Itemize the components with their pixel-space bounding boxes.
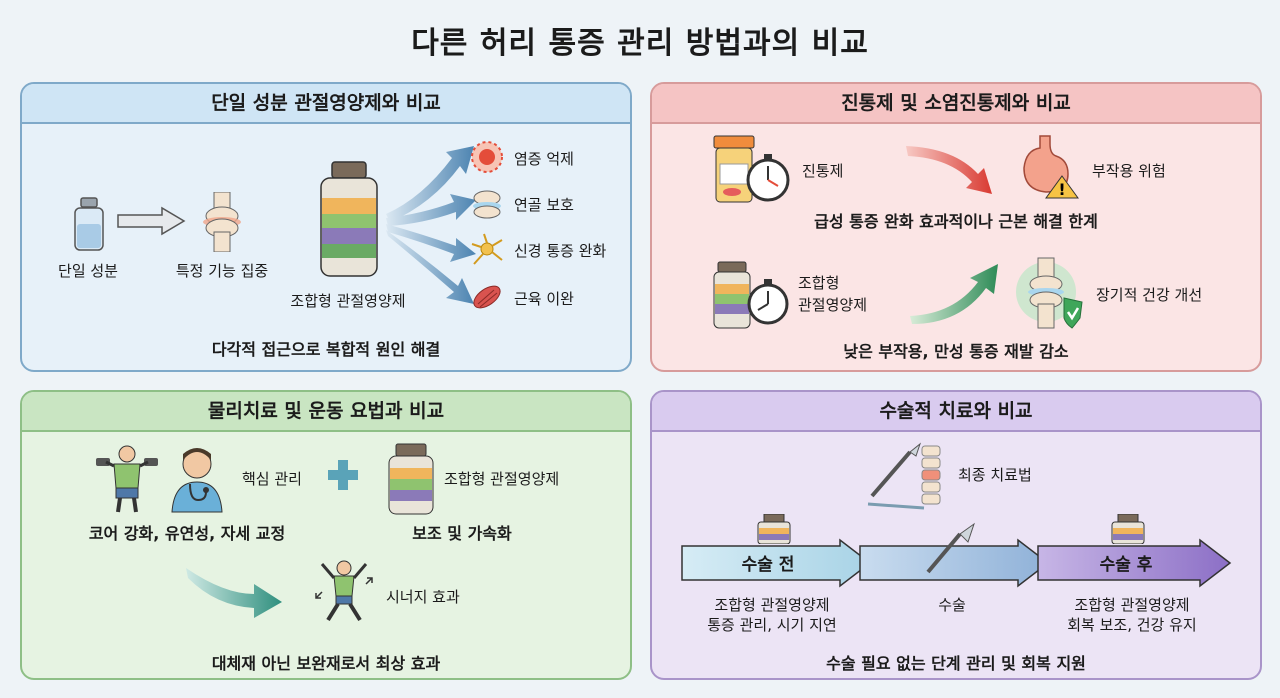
single-panel-footer: 다각적 접근으로 복합적 원인 해결 (211, 340, 441, 359)
stage-after-label: 수술 후 (1099, 555, 1153, 575)
nerve-icon (470, 232, 504, 266)
longterm-health-label: 장기적 건강 개선 (1096, 286, 1203, 304)
page-title: 다른 허리 통증 관리 방법과의 비교 (411, 26, 869, 61)
effect-inflammation-label: 염증 억제 (514, 150, 574, 168)
plus-icon (326, 458, 360, 492)
core-management-label: 핵심 관리 (242, 470, 302, 488)
side-effect-label: 부작용 위험 (1092, 162, 1166, 180)
specific-function-label: 특정 기능 집중 (175, 262, 269, 280)
painkiller-panel: 진통제 및 소염진통제와 비교 진통제 ! 부작용 위험 급성 통증 완화 효과… (650, 82, 1262, 372)
effect-nerve-label: 신경 통증 완화 (514, 242, 607, 260)
scalpel-icon (924, 522, 978, 576)
combo-supplement-label: 조합형 관절영양제 (444, 470, 560, 488)
surgery-panel: 수술적 치료와 비교 최종 치료법 (650, 390, 1262, 680)
stage-arrow-surgery (858, 538, 1050, 588)
teal-arrow-icon (184, 564, 284, 618)
exercise-person-icon (94, 444, 160, 514)
physical-panel-header: 물리치료 및 운동 요법과 비교 (22, 392, 630, 432)
single-ingredient-panel: 단일 성분 관절영양제와 비교 단일 성분 특정 기능 집중 (20, 82, 632, 372)
effect-cartilage-label: 연골 보호 (514, 196, 574, 214)
surgery-desc: 수술 (938, 596, 966, 614)
physical-panel-footer: 대체재 아닌 보완재로서 최상 효과 (211, 654, 441, 673)
combo-supplement-label: 조합형 관절영양제 (290, 292, 406, 310)
synergy-person-icon (312, 558, 376, 622)
cartilage-icon (470, 186, 504, 220)
painkiller-panel-header: 진통제 및 소염진통제와 비교 (652, 84, 1260, 124)
surgery-panel-header: 수술적 치료와 비교 (652, 392, 1260, 432)
joint-icon (200, 192, 244, 252)
after-desc-line2: 회복 보조, 건강 유지 (1067, 616, 1197, 634)
vial-icon (72, 196, 106, 252)
before-desc-line1: 조합형 관절영양제 (714, 596, 830, 614)
stage-before-label: 수술 전 (741, 555, 795, 575)
fan-arrows-icon (382, 138, 482, 308)
green-arrow-icon (908, 260, 1008, 324)
single-ingredient-label: 단일 성분 (58, 262, 118, 280)
physical-therapy-panel: 물리치료 및 운동 요법과 비교 핵심 관리 (20, 390, 632, 680)
bottle-before-icon (756, 514, 792, 544)
surgery-panel-footer: 수술 필요 없는 단계 관리 및 회복 지원 (826, 654, 1086, 673)
stage-arrow-before (680, 538, 872, 588)
after-desc-line1: 조합형 관절영양제 (1074, 596, 1190, 614)
therapist-icon (168, 444, 226, 514)
pill-bottle-stopwatch-icon (710, 134, 792, 206)
effect-muscle-label: 근육 이완 (514, 290, 574, 308)
svg-text:!: ! (1058, 180, 1065, 199)
healthy-joint-shield-icon (1014, 256, 1086, 330)
inflammation-icon (470, 140, 504, 174)
combo-supplement-bottle-icon (318, 160, 380, 278)
assist-description: 보조 및 가속화 (412, 524, 512, 543)
stage-arrow-after (1036, 538, 1232, 588)
painkiller-label: 진통제 (802, 162, 844, 180)
final-treatment-label: 최종 치료법 (958, 466, 1032, 484)
bottle-after-icon (1110, 514, 1146, 544)
painkiller-note: 급성 통증 완화 효과적이나 근본 해결 한계 (814, 212, 1098, 231)
painkiller-panel-footer: 낮은 부작용, 만성 통증 재발 감소 (843, 342, 1069, 361)
stomach-warning-icon: ! (1016, 134, 1080, 200)
single-panel-header: 단일 성분 관절영양제와 비교 (22, 84, 630, 124)
synergy-label: 시너지 효과 (386, 588, 460, 606)
core-description: 코어 강화, 유연성, 자세 교정 (88, 524, 286, 543)
muscle-icon (470, 280, 504, 314)
before-desc-line2: 통증 관리, 시기 지연 (707, 616, 837, 634)
red-arrow-icon (904, 138, 1004, 198)
combo-bottle-icon (386, 442, 436, 516)
scalpel-spine-icon (864, 442, 950, 514)
combo-bottle-stopwatch-icon (710, 260, 790, 330)
combo-label-line1: 조합형 (798, 274, 840, 292)
combo-label-line2: 관절영양제 (798, 296, 868, 314)
arrow-right-icon (116, 206, 186, 236)
